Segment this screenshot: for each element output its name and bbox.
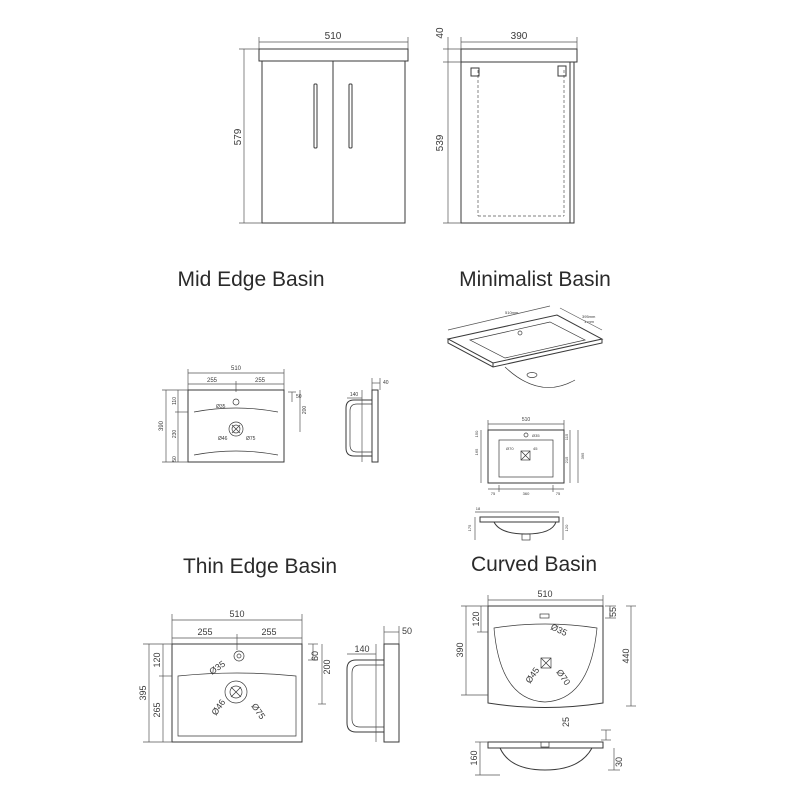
svg-text:150: 150	[474, 430, 479, 437]
svg-text:215: 215	[564, 456, 569, 463]
cabinet-height-label: 579	[233, 128, 244, 145]
svg-text:40: 40	[383, 380, 389, 386]
svg-text:30: 30	[614, 757, 624, 767]
svg-text:Ø35: Ø35	[216, 404, 226, 410]
svg-text:140: 140	[354, 644, 369, 654]
svg-text:230: 230	[172, 430, 178, 439]
svg-text:115: 115	[564, 433, 569, 440]
svg-text:510mm: 510mm	[505, 310, 519, 315]
svg-text:395: 395	[580, 452, 585, 459]
svg-text:175: 175	[467, 524, 472, 531]
svg-text:140: 140	[350, 392, 359, 398]
svg-text:Ø70: Ø70	[506, 446, 514, 451]
svg-text:390: 390	[455, 642, 465, 657]
svg-text:255: 255	[261, 627, 276, 637]
minimalist-basin-top-view: 510 Ø70 45 Ø35 150 165 115 215 395 75 36…	[474, 417, 585, 496]
mid-edge-basin-top-view: 510 255 255 Ø35 Ø46 Ø75 390 110 230 50 5…	[159, 366, 308, 463]
svg-text:265: 265	[152, 702, 162, 717]
minimalist-basin-title: Minimalist Basin	[459, 268, 611, 291]
svg-text:200: 200	[302, 406, 308, 415]
svg-text:255: 255	[197, 627, 212, 637]
svg-text:510: 510	[229, 609, 244, 619]
svg-text:510: 510	[537, 589, 552, 599]
svg-text:Ø75: Ø75	[246, 436, 256, 442]
curved-basin-top-view: 510 Ø35 Ø45 Ø70 390 120 55 440	[455, 589, 636, 708]
svg-text:Ø35: Ø35	[549, 622, 569, 638]
svg-text:120: 120	[152, 652, 162, 667]
svg-text:Ø46: Ø46	[218, 436, 228, 442]
svg-text:75: 75	[556, 491, 561, 496]
svg-text:60: 60	[310, 651, 320, 661]
cabinet-side-view: 390 40 539	[435, 27, 578, 224]
svg-text:75: 75	[491, 491, 496, 496]
svg-text:395mm: 395mm	[582, 314, 596, 319]
cabinet-front-view: 510 579	[233, 31, 409, 224]
side-depth-label: 390	[511, 31, 528, 42]
svg-text:120: 120	[564, 524, 569, 531]
minimalist-basin-iso-view: 510mm 395mm 1 mm	[446, 305, 604, 388]
svg-text:200: 200	[322, 659, 332, 674]
svg-text:160: 160	[469, 750, 479, 765]
svg-text:25: 25	[561, 717, 571, 727]
svg-text:Ø45: Ø45	[523, 665, 541, 685]
svg-text:120: 120	[471, 611, 481, 626]
svg-text:50: 50	[296, 394, 302, 400]
svg-text:165: 165	[474, 448, 479, 455]
thin-edge-basin-title: Thin Edge Basin	[183, 555, 337, 578]
svg-text:255: 255	[255, 378, 266, 384]
svg-text:360: 360	[523, 491, 530, 496]
curved-basin-side-view: 25 160 30	[469, 717, 624, 776]
svg-text:50: 50	[402, 626, 412, 636]
svg-text:440: 440	[621, 648, 631, 663]
svg-text:255: 255	[207, 378, 218, 384]
thin-edge-basin-top-view: 510 255 255 Ø35 Ø46 Ø75 395 120 265 60 2…	[138, 609, 332, 743]
svg-text:45: 45	[533, 446, 538, 451]
svg-text:Ø35: Ø35	[207, 659, 227, 677]
svg-text:395: 395	[138, 685, 148, 700]
svg-text:55: 55	[608, 607, 618, 617]
svg-text:Ø70: Ø70	[554, 667, 572, 687]
svg-text:1 mm: 1 mm	[584, 319, 595, 324]
svg-text:18: 18	[476, 506, 481, 511]
thin-edge-basin-side-view: 50 140	[346, 626, 412, 743]
cabinet-width-label: 510	[325, 31, 342, 42]
svg-text:Ø75: Ø75	[249, 701, 267, 721]
svg-text:Ø46: Ø46	[209, 697, 227, 717]
svg-text:390: 390	[159, 420, 165, 431]
mid-edge-basin-title: Mid Edge Basin	[177, 268, 324, 291]
svg-text:Ø35: Ø35	[532, 433, 540, 438]
svg-text:510: 510	[231, 366, 242, 372]
svg-text:110: 110	[172, 397, 178, 405]
svg-text:50: 50	[172, 456, 178, 462]
minimalist-basin-side-view: 18 175 120	[467, 506, 569, 541]
side-top-label: 40	[435, 27, 446, 39]
side-height-label: 539	[435, 134, 446, 151]
mid-edge-basin-side-view: 40 140	[345, 378, 389, 463]
curved-basin-title: Curved Basin	[471, 553, 597, 576]
svg-text:510: 510	[522, 417, 531, 423]
